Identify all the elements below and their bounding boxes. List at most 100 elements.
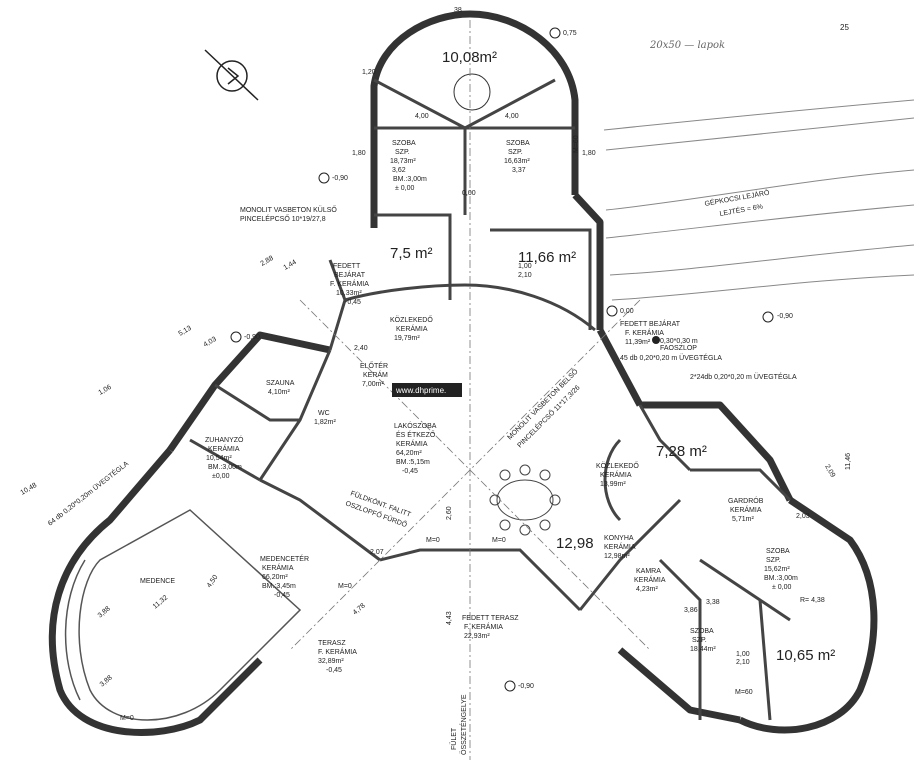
svg-text:16,63m²: 16,63m² [504,158,530,165]
svg-text:7,28 m²: 7,28 m² [656,443,707,460]
svg-text:ÖSSZETÉNGELYE: ÖSSZETÉNGELYE [459,694,468,755]
svg-text:12,98: 12,98 [556,535,594,552]
hand-note: 20x50 — lapok [649,40,725,51]
svg-text:22,93m²: 22,93m² [464,633,490,640]
watermark-box [392,383,462,397]
svg-text:M=60: M=60 [735,689,753,696]
svg-text:± 0,00: ± 0,00 [772,584,792,591]
svg-text:BM.:3,00m: BM.:3,00m [208,464,242,471]
svg-text:3,86: 3,86 [684,607,698,614]
svg-text:F. KERÁMIA: F. KERÁMIA [625,328,664,337]
svg-text:-0,45: -0,45 [345,299,361,306]
svg-text:M=60: M=60 [573,135,580,153]
svg-text:R= 4,38: R= 4,38 [800,597,825,604]
svg-text:10,33m²: 10,33m² [336,290,362,297]
pool-outline [64,509,302,721]
svg-text:-0,90: -0,90 [244,334,260,341]
svg-text:SZP.: SZP. [766,557,781,564]
svg-text:KERÁM: KERÁM [363,370,388,379]
svg-text:38: 38 [454,7,462,14]
svg-text:11,66 m²: 11,66 m² [518,249,576,266]
svg-text:GARDRÓB: GARDRÓB [728,496,764,505]
svg-text:1,20: 1,20 [362,69,376,76]
svg-text:BM.:3,00m: BM.:3,00m [764,575,798,582]
svg-text:F. KERÁMIA: F. KERÁMIA [330,279,369,288]
svg-text:0,00: 0,00 [462,190,476,197]
svg-text:KERÁMIA: KERÁMIA [396,439,428,448]
svg-text:ELŐTÉR: ELŐTÉR [360,361,388,370]
svg-text:45 db 0,20*0,20 m ÜVEGTÉGLA: 45 db 0,20*0,20 m ÜVEGTÉGLA [620,353,722,362]
north-arrow-icon [204,49,259,101]
svg-text:11,46: 11,46 [845,453,852,470]
svg-text:18,44m²: 18,44m² [690,646,716,653]
svg-text:BEJÁRAT: BEJÁRAT [334,270,366,279]
room-labels: 10,08m² SZOBA SZP. 18,73m² BM.:3,00m ± 0… [97,49,835,674]
svg-text:2,10: 2,10 [518,272,532,279]
svg-text:7,5 m²: 7,5 m² [390,245,433,262]
svg-text:10,65 m²: 10,65 m² [776,647,835,664]
svg-text:SZP.: SZP. [692,637,707,644]
svg-text:F. KERÁMIA: F. KERÁMIA [318,647,357,656]
svg-text:ZUHANYZÓ: ZUHANYZÓ [205,435,244,444]
svg-text:M=0: M=0 [338,583,352,590]
svg-text:4,23m²: 4,23m² [636,586,658,593]
driveway-lines [603,99,914,301]
svg-text:PINCELÉPCSŐ 10*19/27,8: PINCELÉPCSŐ 10*19/27,8 [240,214,326,223]
svg-text:KÖZLEKEDŐ: KÖZLEKEDŐ [390,315,433,324]
svg-text:-0,45: -0,45 [274,592,290,599]
page-number: 25 [840,23,849,32]
svg-text:2,03: 2,03 [796,513,810,520]
svg-text:-0,90: -0,90 [518,683,534,690]
svg-text:1,80: 1,80 [352,150,366,157]
svg-text:TERASZ: TERASZ [318,640,346,647]
svg-text:M=0: M=0 [492,537,506,544]
svg-text:5,71m²: 5,71m² [732,516,754,523]
svg-text:KÖZLEKEDŐ: KÖZLEKEDŐ [596,461,639,470]
svg-text:4,10m²: 4,10m² [268,389,290,396]
svg-text:FEDETT: FEDETT [333,263,361,270]
svg-text:MEDENCETÉR: MEDENCETÉR [260,554,309,563]
svg-text:11,39m²: 11,39m² [625,339,651,346]
svg-text:KERÁMIA: KERÁMIA [600,470,632,479]
svg-text:SZP.: SZP. [508,149,523,156]
svg-text:3,38: 3,38 [706,599,720,606]
svg-text:32,89m²: 32,89m² [318,658,344,665]
svg-text:4,00: 4,00 [415,113,429,120]
svg-text:-0,45: -0,45 [402,468,418,475]
axis-lines [289,20,651,760]
svg-text:10,08m²: 10,08m² [442,49,497,66]
svg-text:-0,45: -0,45 [326,667,342,674]
svg-text:1,00: 1,00 [518,263,532,270]
svg-text:FÜLET: FÜLET [450,727,458,750]
svg-text:SZP.: SZP. [395,149,410,156]
svg-text:SZAUNA: SZAUNA [266,380,295,387]
svg-text:± 0,00: ± 0,00 [395,185,415,192]
svg-text:KERÁMIA: KERÁMIA [730,505,762,514]
svg-text:MONOLIT VASBETON KÜLSŐ: MONOLIT VASBETON KÜLSŐ [240,205,337,214]
svg-text:KERÁMIA: KERÁMIA [262,563,294,572]
svg-text:1,80: 1,80 [582,150,596,157]
svg-text:2*24db 0,20*0,20 m ÜVEGTÉGLA: 2*24db 0,20*0,20 m ÜVEGTÉGLA [690,372,797,381]
svg-text:66,20m²: 66,20m² [262,574,288,581]
svg-text:64,20m²: 64,20m² [396,450,422,457]
svg-text:ÉS ÉTKEZŐ: ÉS ÉTKEZŐ [396,430,436,439]
svg-text:KONYHA: KONYHA [604,535,634,542]
interior-walls [189,78,792,721]
svg-text:M=0: M=0 [426,537,440,544]
svg-text:KERÁMIA: KERÁMIA [396,324,428,333]
svg-text:0,75: 0,75 [563,30,577,37]
exterior-walls [48,10,878,736]
svg-text:2,07: 2,07 [370,549,384,556]
svg-text:BM.:5,15m: BM.:5,15m [396,459,430,466]
svg-text:KERÁMIA: KERÁMIA [208,444,240,453]
svg-text:SZOBA: SZOBA [766,548,790,555]
svg-text:F. KERÁMIA: F. KERÁMIA [464,622,503,631]
svg-text:SZOBA: SZOBA [690,628,714,635]
svg-text:BM.:3,45m: BM.:3,45m [262,583,296,590]
svg-text:MEDENCE: MEDENCE [140,578,175,585]
svg-text:FEDETT TERASZ: FEDETT TERASZ [462,615,519,622]
bath-circle [453,73,491,111]
svg-text:2,60: 2,60 [446,506,453,520]
svg-text:12,98m²: 12,98m² [604,553,630,560]
